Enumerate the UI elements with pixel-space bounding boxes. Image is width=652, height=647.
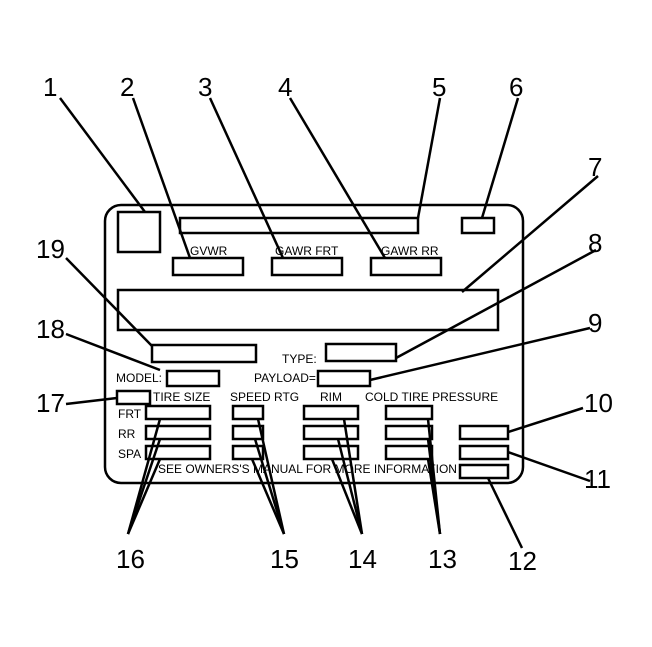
- certification-band: [116, 288, 500, 332]
- right-box-10: [458, 424, 510, 441]
- pressure-frt: [384, 404, 434, 421]
- pressure-rr: [384, 424, 434, 441]
- callout-9: 9: [588, 308, 602, 338]
- small-code-box: [115, 389, 152, 406]
- callout-10: 10: [584, 388, 613, 418]
- rim-frt: [302, 404, 360, 421]
- payload-field: [316, 369, 372, 388]
- speed-rtg-spa: [231, 444, 265, 461]
- cold-tire-pressure-header: COLD TIRE PRESSURE: [365, 390, 498, 404]
- logo-box: [116, 210, 162, 254]
- callout-11: 11: [584, 464, 611, 494]
- rim-header: RIM: [320, 390, 342, 404]
- gvwr-field: [171, 256, 245, 277]
- name-field: [150, 343, 258, 364]
- tire-size-spa: [144, 444, 212, 461]
- callout-3: 3: [198, 72, 212, 102]
- callout-2: 2: [120, 72, 134, 102]
- speed-rtg-rr: [231, 424, 265, 441]
- model-field: [165, 369, 221, 388]
- tire-size-header: TIRE SIZE: [153, 390, 210, 404]
- callout-14: 14: [348, 544, 377, 574]
- date-field: [460, 216, 496, 235]
- speed-rtg-header: SPEED RTG: [230, 390, 299, 404]
- callout-13: 13: [428, 544, 457, 574]
- type-label: TYPE:: [282, 352, 317, 366]
- row-frt-label: FRT: [118, 407, 142, 421]
- right-box-11: [458, 444, 510, 461]
- payload-label: PAYLOAD=: [254, 371, 316, 385]
- callout-6: 6: [509, 72, 523, 102]
- callout-19: 19: [36, 234, 65, 264]
- callout-16: 16: [116, 544, 145, 574]
- gawr-frt-label: GAWR FRT: [275, 244, 339, 258]
- speed-rtg-frt: [231, 404, 265, 421]
- gawr-rr-label: GAWR RR: [381, 244, 439, 258]
- callout-7: 7: [588, 152, 602, 182]
- gawr-frt-field: [270, 256, 344, 277]
- rim-spa: [302, 444, 360, 461]
- row-rr-label: RR: [118, 427, 136, 441]
- model-label: MODEL:: [116, 371, 162, 385]
- row-spa-label: SPA: [118, 447, 141, 461]
- gawr-rr-field: [369, 256, 443, 277]
- right-box-12: [458, 463, 510, 480]
- tire-size-frt: [144, 404, 212, 421]
- callout-numbers: 1 2 3 4 5 6 7 8 9 10 11 12 13 14 15 16 1…: [36, 72, 613, 576]
- gvwr-label: GVWR: [190, 244, 228, 258]
- footer-note: SEE OWNERS'S MANUAL FOR MORE INFORMATION: [158, 462, 457, 476]
- callout-5: 5: [432, 72, 446, 102]
- callout-17: 17: [36, 388, 65, 418]
- rim-rr: [302, 424, 360, 441]
- leader-lines: [58, 97, 599, 549]
- callout-1: 1: [43, 72, 57, 102]
- tire-size-rr: [144, 424, 212, 441]
- callout-15: 15: [270, 544, 299, 574]
- type-field: [324, 342, 398, 363]
- callout-12: 12: [508, 546, 537, 576]
- callout-18: 18: [36, 314, 65, 344]
- callout-4: 4: [278, 72, 292, 102]
- pressure-spa: [384, 444, 434, 461]
- vin-field: [178, 216, 420, 235]
- callout-8: 8: [588, 228, 602, 258]
